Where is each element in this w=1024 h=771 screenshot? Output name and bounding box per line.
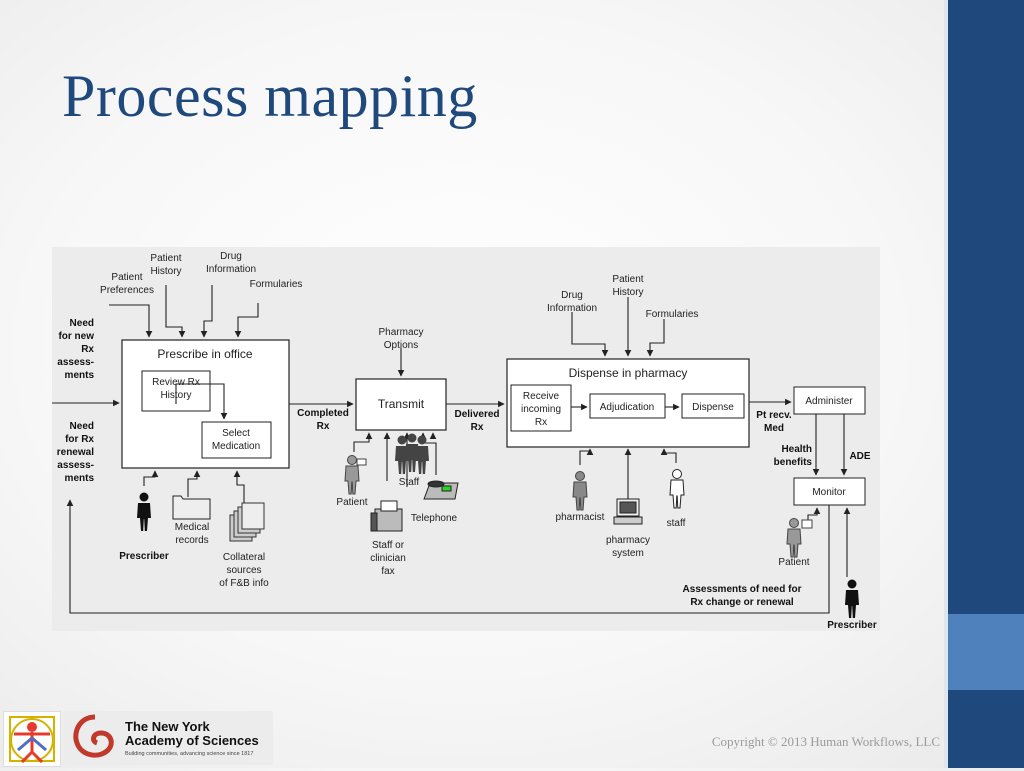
nyas-swirl-icon: [73, 714, 114, 758]
adjudication-label: Adjudication: [600, 402, 654, 413]
formularies-pharmacy-label: Formularies: [646, 309, 699, 320]
patient-transmit-label: Patient: [336, 497, 367, 508]
dispense-step-label: Dispense: [692, 402, 734, 413]
staff-group-icon: [395, 433, 429, 474]
pharmacy-staff-icon: [669, 469, 685, 509]
administer-label: Administer: [805, 396, 853, 407]
transmit-box: [355, 378, 447, 431]
pharmacy-staff-label: staff: [667, 518, 686, 529]
receive-box: [510, 384, 572, 432]
ade-label: ADE: [849, 451, 870, 462]
slide-title: Process mapping: [62, 63, 478, 129]
nyas-name: The New York Academy of Sciences: [125, 719, 259, 748]
pharmacist-label: pharmacist: [556, 512, 605, 523]
formularies-label: Formularies: [250, 279, 303, 290]
prescribe-title: Prescribe in office: [157, 347, 252, 361]
fax-icon: [370, 500, 403, 532]
nyas-tagline: Building communities, advancing science …: [125, 751, 254, 757]
dispense-step-box: [681, 393, 745, 419]
telephone-icon: [423, 480, 459, 500]
staff-label: Staff: [399, 477, 420, 488]
adjudication-box: [589, 393, 666, 419]
administer-box: [793, 386, 866, 415]
medical-records-icon: [172, 495, 211, 520]
prescriber-person-icon: [137, 492, 151, 531]
pharmacy-system-icon: [613, 498, 643, 525]
select-medication-box: [201, 421, 272, 459]
prescriber-bottom-label: Prescriber: [827, 620, 877, 631]
pharmacist-icon: [572, 471, 588, 511]
collateral-sources-icon: [229, 502, 265, 542]
transmit-label: Transmit: [378, 397, 425, 411]
pt-recv-med-label: Pt recv.Med: [756, 410, 792, 434]
nyas-logo: The New York Academy of Sciences Buildin…: [63, 711, 273, 765]
dispense-title: Dispense in pharmacy: [569, 366, 688, 380]
sidebar-accent-block: [948, 614, 1024, 690]
telephone-label: Telephone: [411, 513, 458, 524]
monitor-patient-label: Patient: [778, 557, 809, 568]
prescriber-bottom-icon: [845, 579, 859, 618]
vitruvian-man-logo: [3, 711, 61, 767]
sidebar-divider: [944, 0, 948, 768]
monitor-patient-icon: [786, 518, 813, 558]
monitor-label: Monitor: [812, 487, 846, 498]
patient-transmit-icon: [344, 455, 367, 495]
prescriber-label: Prescriber: [119, 551, 169, 562]
copyright-text: Copyright © 2013 Human Workflows, LLC: [711, 734, 940, 749]
